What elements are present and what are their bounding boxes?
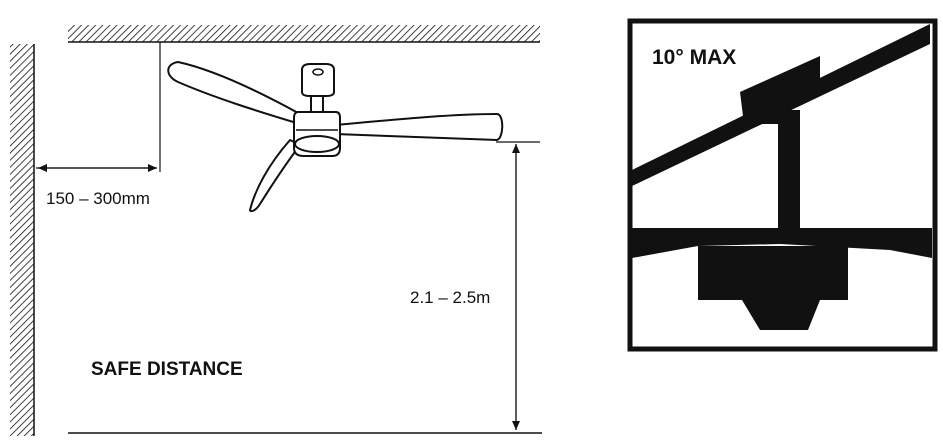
- mounting-bracket: [740, 56, 820, 124]
- slope-angle-inset: 10° MAX: [627, 18, 938, 352]
- inset-motor-body: [698, 246, 848, 330]
- ceiling-fan-illustration: [167, 61, 504, 213]
- wall-distance-dimension: [36, 42, 161, 172]
- inset-fan-band: [632, 228, 932, 258]
- safe-distance-label: SAFE DISTANCE: [91, 359, 243, 380]
- wall-distance-label: 150 – 300mm: [46, 189, 150, 208]
- fan-blade-lower: [249, 139, 301, 213]
- fan-blade-right: [334, 113, 504, 141]
- ceiling: [68, 25, 540, 43]
- height-label: 2.1 – 2.5m: [410, 288, 490, 307]
- inset-downrod: [778, 110, 800, 230]
- fan-canopy: [301, 63, 335, 97]
- wall: [10, 44, 35, 436]
- fan-blade-left: [167, 61, 301, 125]
- fan-light-cover: [294, 135, 340, 153]
- height-dimension: [496, 141, 540, 430]
- inset-angle-label: 10° MAX: [652, 46, 736, 69]
